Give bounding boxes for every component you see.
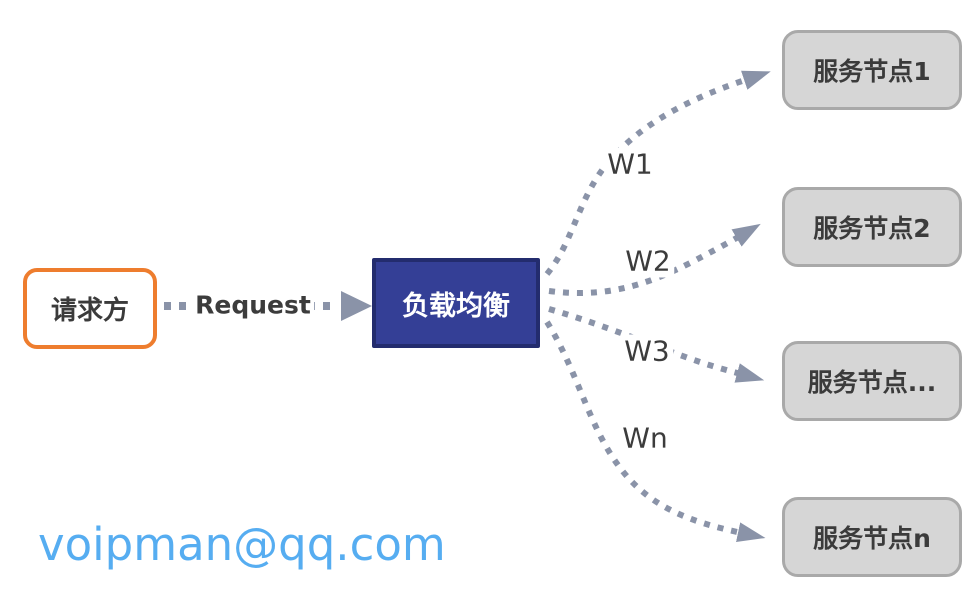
service-node-2-label: 服务节点2 — [813, 214, 931, 243]
connector-w2 — [548, 223, 761, 296]
connector-w3 — [548, 306, 765, 383]
weight-label-w3: W3 — [621, 334, 673, 368]
service-node-ellipsis-label: 服务节点... — [807, 368, 937, 397]
weight-label-wn: Wn — [619, 421, 671, 455]
service-node-n-box: 服务节点n — [782, 497, 962, 577]
requester-box: 请求方 — [23, 268, 157, 349]
load-balancer-box: 负载均衡 — [372, 258, 540, 348]
request-arrowhead-icon — [341, 291, 372, 321]
service-node-n-label: 服务节点n — [813, 524, 931, 553]
request-label: Request — [192, 290, 314, 320]
requester-label: 请求方 — [50, 296, 129, 326]
weight-label-w1: W1 — [604, 147, 656, 181]
connector-wn — [544, 320, 766, 542]
service-node-1-label: 服务节点1 — [813, 57, 931, 86]
watermark-email: voipman@qq.com — [38, 518, 446, 571]
service-node-ellipsis-box: 服务节点... — [782, 341, 962, 421]
load-balancer-label: 负载均衡 — [402, 290, 510, 322]
service-node-1-box: 服务节点1 — [782, 30, 962, 110]
service-node-2-box: 服务节点2 — [782, 187, 962, 267]
weight-label-w2: W2 — [622, 244, 674, 278]
